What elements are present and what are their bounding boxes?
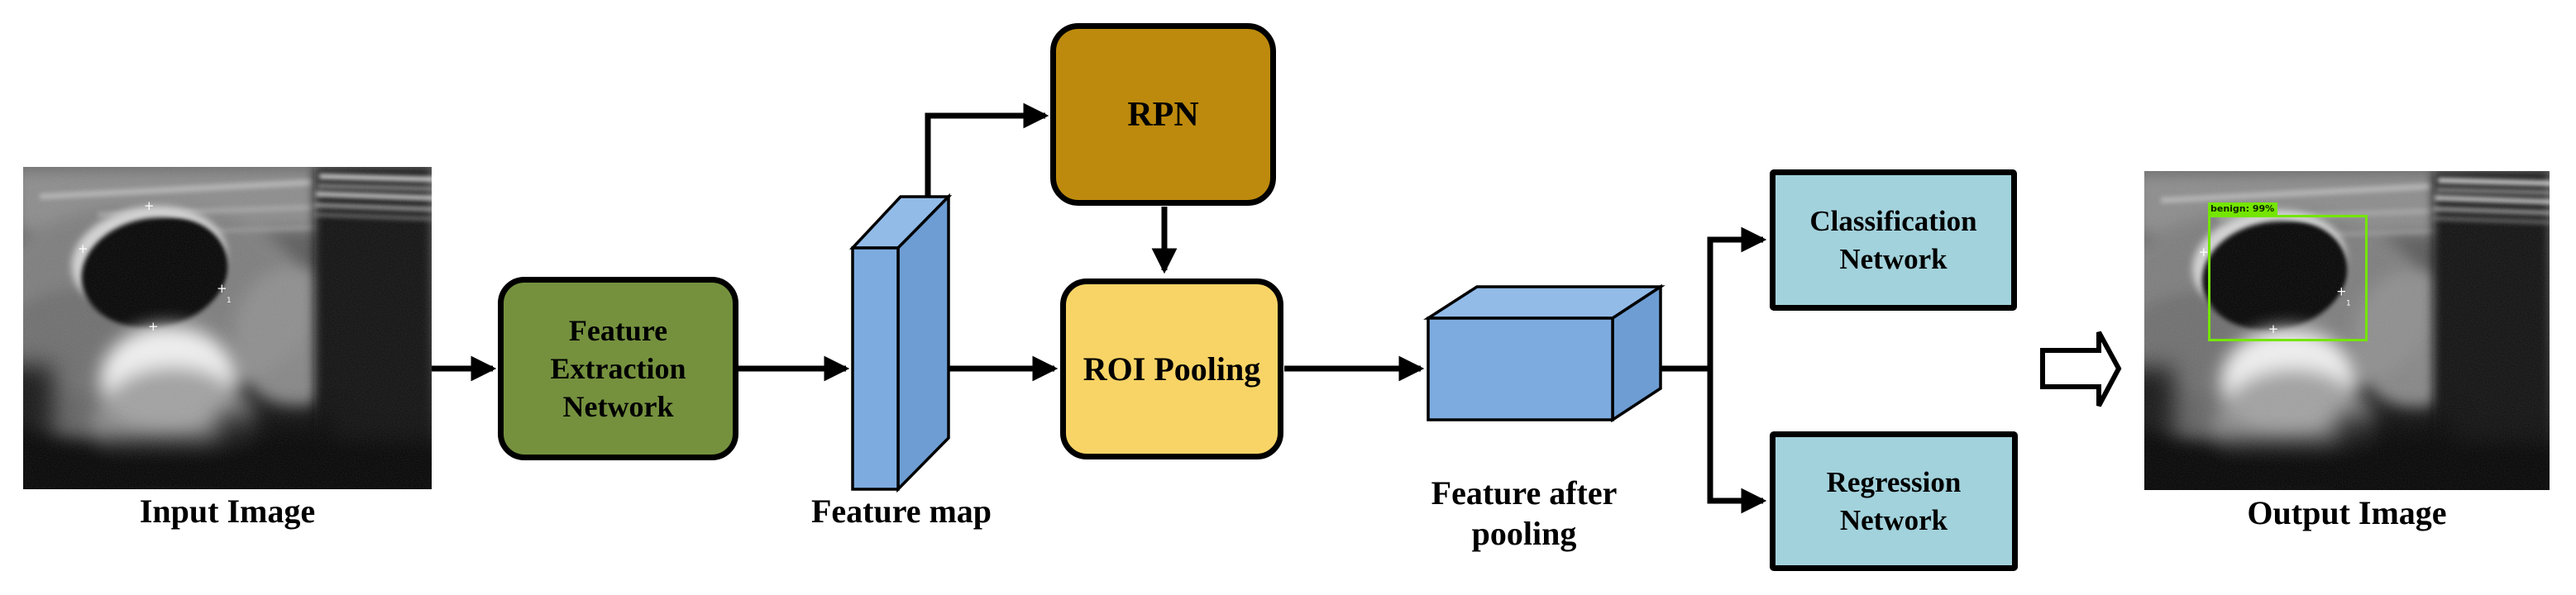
pooled-feature-tensor: [1423, 283, 1666, 423]
node-classification-network: Classification Network: [1770, 169, 2017, 311]
node-label-line: Feature: [568, 314, 668, 347]
node-label-line: Network: [1839, 242, 1948, 275]
node-label-line: Extraction: [550, 352, 686, 385]
detection-bounding-box: benign: 99%: [2208, 202, 2368, 341]
node-label-line: Classification: [1809, 204, 1977, 237]
node-rpn: RPN: [1050, 23, 1276, 206]
node-roi-pooling: ROI Pooling: [1060, 278, 1283, 459]
node-regression-network: Regression Network: [1770, 431, 2018, 571]
feature-after-pooling-caption: Feature after pooling: [1375, 473, 1673, 554]
output-image: benign: 99%: [2144, 171, 2550, 490]
output-image-caption: Output Image: [2247, 494, 2447, 531]
input-image: [23, 167, 432, 489]
caption-line: pooling: [1471, 515, 1577, 552]
output-hollow-arrow-icon: [2040, 331, 2122, 407]
feature-map-tensor: [848, 193, 953, 493]
node-label: RPN: [1127, 95, 1199, 134]
node-label-line: Network: [1839, 503, 1948, 536]
arrow-branch-to-regression: [1707, 365, 1767, 514]
arrow-branch-to-classification: [1707, 226, 1767, 372]
arrow-featuremap-to-rpn: [925, 102, 1049, 203]
input-image-caption: Input Image: [139, 493, 316, 530]
detection-label: benign: 99%: [2208, 202, 2278, 216]
caption-line: Feature after: [1431, 474, 1618, 512]
feature-map-caption: Feature map: [810, 493, 992, 530]
node-label-line: Network: [562, 390, 674, 423]
node-label-line: Regression: [1826, 465, 1962, 498]
node-feature-extraction-network: Feature Extraction Network: [498, 277, 738, 460]
node-label: ROI Pooling: [1082, 350, 1261, 388]
